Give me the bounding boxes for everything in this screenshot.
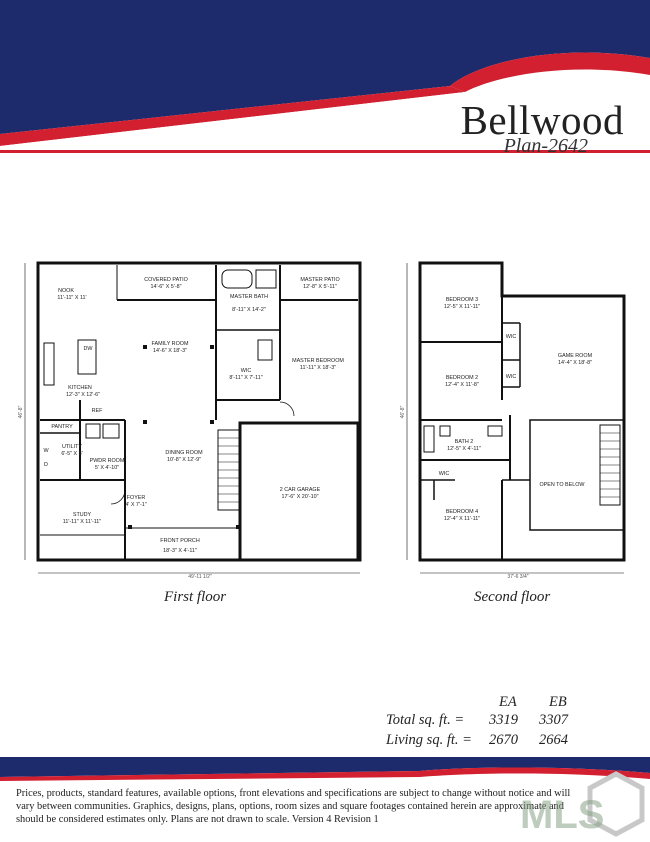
floor-plans: NOOK 11'-11" X 11' COVERED PATIO 14'-6" … — [18, 261, 626, 580]
room-bedroom4-label: BEDROOM 4 — [446, 509, 478, 515]
mls-watermark-text: MLS — [520, 793, 604, 837]
room-covered-patio-size: 14'-6" X 5'-8" — [150, 284, 181, 290]
room-study-label: STUDY — [73, 512, 92, 518]
room-family-room-label: FAMILY ROOM — [152, 341, 189, 347]
room-garage-label: 2 CAR GARAGE — [280, 487, 321, 493]
first-floor-depth: 46'-8" — [18, 405, 24, 418]
room-foyer-size: 4' X 7'-1" — [125, 502, 146, 508]
wic-label-3: WIC — [439, 471, 450, 477]
dw-label: DW — [84, 346, 94, 352]
total-sqft-ea: 3319 — [489, 712, 518, 728]
ref-label: REF — [92, 408, 103, 414]
room-master-patio-size: 12'-8" X 5'-11" — [303, 284, 337, 290]
room-master-patio-label: MASTER PATIO — [300, 277, 339, 283]
dryer-label: D — [44, 462, 48, 468]
room-covered-patio-label: COVERED PATIO — [144, 277, 188, 283]
room-pwdr-size: 5' X 4'-10" — [95, 465, 119, 471]
wic-label-2: WIC — [506, 374, 517, 380]
room-utility-label: UTILITY — [62, 444, 82, 450]
first-floor-plan — [24, 261, 362, 574]
wic-label-1: WIC — [506, 334, 517, 340]
second-floor-caption: Second floor — [474, 589, 551, 605]
pantry-label: PANTRY — [51, 424, 73, 430]
room-kitchen-label: KITCHEN — [68, 385, 92, 391]
total-sqft-eb: 3307 — [539, 712, 568, 728]
living-sqft-label: Living sq. ft. = — [386, 732, 472, 748]
plan-number: Plan-2642 — [503, 135, 588, 157]
room-master-bath-size: 8'-11" X 14'-2" — [232, 307, 266, 313]
room-bedroom2-size: 12'-4" X 11'-8" — [445, 382, 479, 388]
room-study-size: 11'-11" X 11'-11" — [63, 519, 102, 525]
room-master-bedroom-size: 11'-11" X 18'-3" — [300, 365, 336, 371]
room-bedroom3-label: BEDROOM 3 — [446, 297, 478, 303]
living-sqft-ea: 2670 — [489, 732, 518, 748]
header-banner — [0, 0, 650, 153]
room-dining-label: DINING ROOM — [165, 450, 203, 456]
room-family-room-size: 14'-6" X 18'-3" — [153, 348, 187, 354]
room-nook-size: 11'-11" X 11' — [57, 295, 86, 301]
disclaimer: Prices, products, standard features, ava… — [16, 788, 571, 825]
room-wic-size: 8'-11" X 7'-11" — [229, 375, 262, 381]
page-title: Bellwood — [460, 97, 624, 143]
room-garage-size: 17'-6" X 20'-10" — [281, 494, 318, 500]
room-bath2-size: 12'-5" X 4'-11" — [447, 446, 481, 452]
first-floor-caption: First floor — [164, 589, 227, 605]
room-open-to-below-label: OPEN TO BELOW — [539, 482, 585, 488]
room-dining-size: 10'-8" X 12'-9" — [167, 457, 201, 463]
room-kitchen-size: 12'-3" X 12'-6" — [66, 392, 100, 398]
room-front-porch-size: 18'-3" X 4'-11" — [163, 548, 197, 554]
room-utility-size: 6'-5" X 8' — [61, 451, 82, 457]
footer-band — [0, 757, 650, 781]
washer-label: W — [43, 448, 49, 454]
room-game-room-size: 14'-4" X 18'-8" — [558, 360, 592, 366]
room-bedroom4-size: 12'-4" X 11'-11" — [444, 516, 480, 522]
first-floor-width: 49'-11 1/2" — [188, 574, 212, 580]
room-foyer-label: FOYER — [127, 495, 146, 501]
room-bedroom3-size: 12'-5" X 11'-11" — [444, 304, 480, 310]
room-front-porch-label: FRONT PORCH — [160, 538, 200, 544]
second-floor-plan — [406, 261, 626, 574]
col-ea-header: EA — [499, 694, 517, 710]
living-sqft-eb: 2664 — [539, 732, 568, 748]
mls-watermark-logo: MLS — [520, 771, 645, 837]
total-sqft-label: Total sq. ft. = — [386, 712, 465, 728]
room-nook-label: NOOK — [58, 288, 74, 294]
col-eb-header: EB — [549, 694, 567, 710]
room-master-bath-label: MASTER BATH — [230, 294, 268, 300]
room-bath2-label: BATH 2 — [455, 439, 473, 445]
room-bedroom2-label: BEDROOM 2 — [446, 375, 478, 381]
second-floor-width: 37'-6 3/4" — [507, 574, 528, 580]
room-wic-label: WIC — [241, 368, 252, 374]
second-floor-depth: 46'-8" — [400, 405, 406, 418]
room-pwdr-label: PWDR ROOM — [90, 458, 125, 464]
room-master-bedroom-label: MASTER BEDROOM — [292, 358, 344, 364]
room-game-room-label: GAME ROOM — [558, 353, 593, 359]
